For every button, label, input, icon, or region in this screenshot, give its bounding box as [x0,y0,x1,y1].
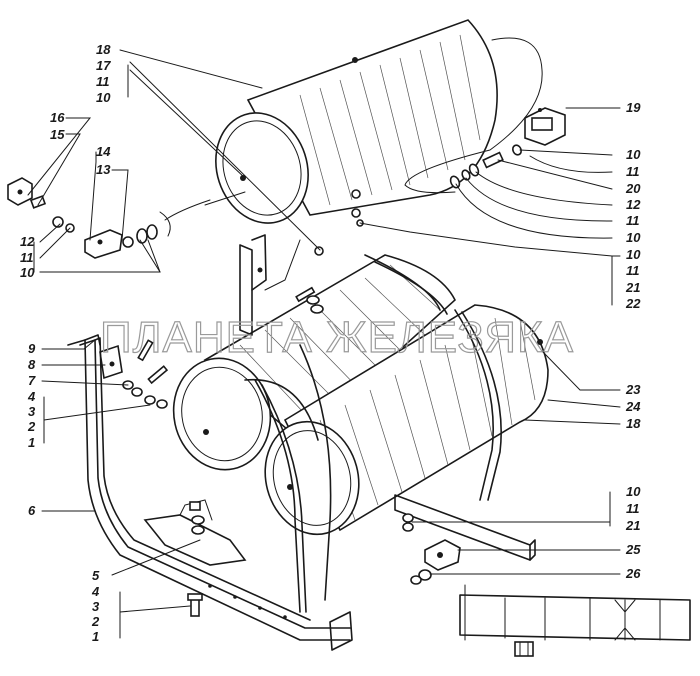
lower-air-receivers [172,254,549,613]
callout-number: 1 [28,435,35,450]
right-lower-bracket [394,494,536,585]
callout-group-13: 4 3 2 1 [91,584,100,644]
air-pipes [164,37,613,291]
drain-valve-group [7,177,171,259]
callout-number: 3 [28,404,36,419]
callout-number: 10 [626,230,641,245]
mounting-hardware [99,286,324,409]
callout-group-2: 16 15 14 13 [50,110,111,177]
callout-group-10: 10 11 21 [625,484,641,533]
callout-number: 8 [28,357,36,372]
callout-number: 22 [625,296,641,311]
callout-group-1: 18 17 11 10 [96,42,111,105]
callout-group-5: 10 11 20 12 11 10 [625,147,641,245]
fitting-and-washers-right [449,144,522,189]
bracket-5 [143,499,247,566]
callout-number: 4 [91,584,100,599]
callout-number: 16 [50,110,65,125]
callout-number: 7 [28,373,36,388]
callout-number: 13 [96,162,111,177]
callout-group-6: 10 11 21 22 [625,247,641,311]
callout-group-3: 12 11 10 [20,234,35,280]
callout-group-4: 19 [626,100,641,115]
callout-number: 14 [96,144,111,159]
callout-number: 12 [626,197,641,212]
callout-number: 17 [96,58,111,73]
watermark-text: ПЛАНЕТА ЖЕЛЕЗЯКА [100,313,574,362]
callout-number: 11 [626,213,640,228]
callout-number: 26 [625,566,641,581]
leader-lines [27,49,621,639]
callout-group-12: 5 [92,568,100,583]
callout-number: 11 [20,250,34,265]
callout-number: 21 [625,518,640,533]
callout-number: 18 [96,42,111,57]
callout-number: 10 [626,484,641,499]
callout-number: 2 [91,614,100,629]
callout-number: 25 [625,542,641,557]
callout-number: 4 [27,389,36,404]
callout-group-11: 25 26 [625,542,641,581]
callout-number: 15 [50,127,65,142]
callout-number: 21 [625,280,640,295]
callout-number: 6 [28,503,36,518]
callout-number: 10 [96,90,111,105]
callout-group-8: 23 24 18 [625,382,641,431]
callout-number: 12 [20,234,35,249]
callout-number: 11 [626,501,640,516]
callout-number: 10 [626,247,641,262]
callout-number: 2 [27,419,36,434]
support-bracket-frame [67,334,353,651]
pressure-switch [524,107,566,146]
callout-number: 3 [92,599,100,614]
callout-number: 11 [96,74,110,89]
frame-inset-view [459,584,691,657]
callout-number: 24 [625,399,641,414]
callout-group-7: 9 8 7 4 3 2 1 [27,341,36,450]
callout-number: 10 [20,265,35,280]
callout-number: 11 [626,263,640,278]
callout-number: 11 [626,164,640,179]
vertical-bracket [239,234,267,336]
callout-number: 18 [626,416,641,431]
upper-air-receiver [215,19,498,256]
callout-number: 23 [625,382,641,397]
callout-number: 5 [92,568,100,583]
callout-number: 10 [626,147,641,162]
callout-number: 19 [626,100,641,115]
callout-number: 9 [28,341,36,356]
callout-group-9: 6 [28,503,36,518]
bolt-bottom [187,593,203,617]
callout-number: 20 [625,181,641,196]
callout-number: 1 [92,629,99,644]
